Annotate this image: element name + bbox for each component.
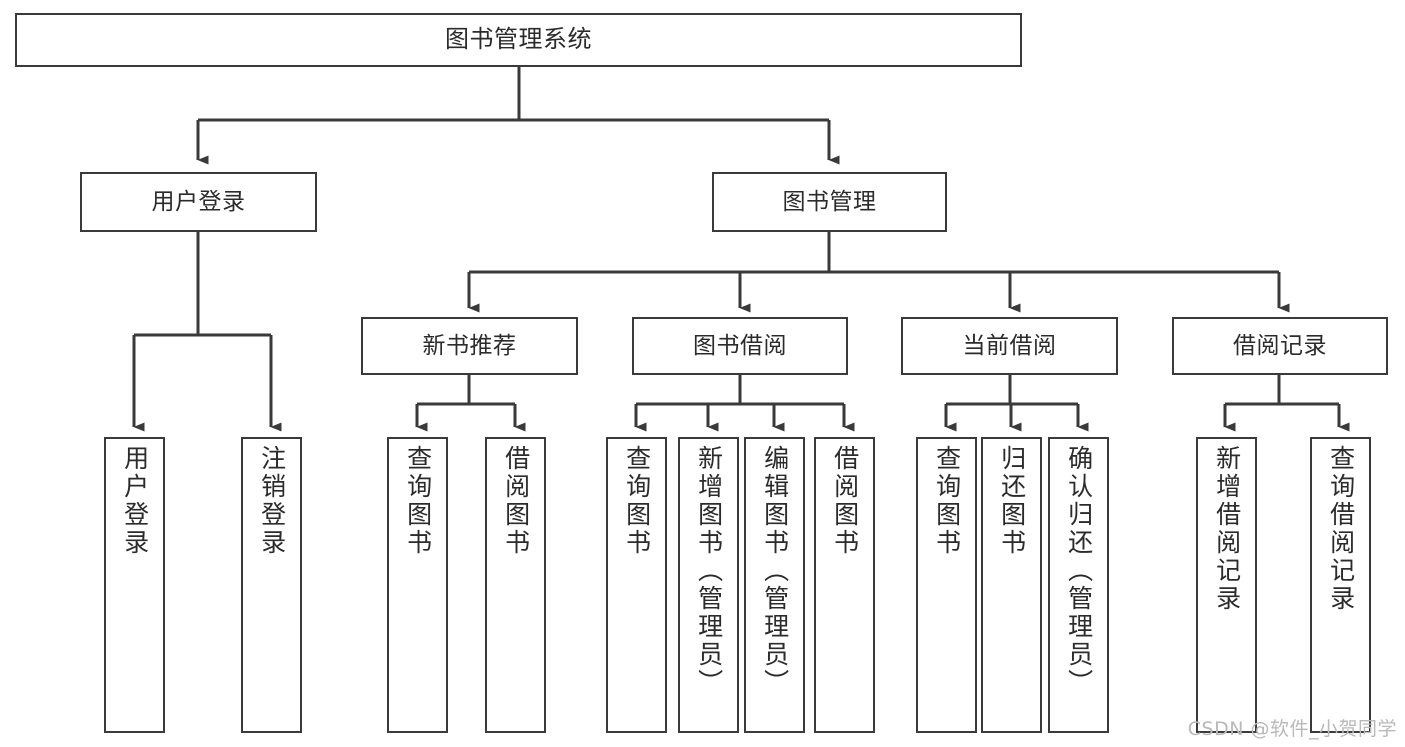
- node-book-management-system[interactable]: 图书管理系统: [15, 13, 1022, 67]
- node-label: 确认归还（管理员）: [1064, 445, 1094, 697]
- node-leaf-user-login[interactable]: 用户登录: [104, 437, 165, 733]
- node-user-login[interactable]: 用户登录: [80, 172, 317, 232]
- node-label: 用户登录: [120, 445, 150, 557]
- node-book-borrow[interactable]: 图书借阅: [632, 317, 848, 375]
- node-leaf-borrow-book-recommend[interactable]: 借阅图书: [485, 437, 546, 733]
- node-borrow-record[interactable]: 借阅记录: [1172, 317, 1388, 375]
- node-current-borrow[interactable]: 当前借阅: [901, 317, 1118, 375]
- node-label: 当前借阅: [962, 332, 1057, 359]
- node-label: 注销登录: [257, 445, 287, 557]
- node-leaf-confirm-return-admin[interactable]: 确认归还（管理员）: [1048, 437, 1109, 733]
- node-label: 查询图书: [403, 445, 433, 557]
- node-leaf-search-borrow-record[interactable]: 查询借阅记录: [1310, 437, 1371, 733]
- node-label: 新书推荐: [422, 332, 517, 359]
- node-leaf-search-book-recommend[interactable]: 查询图书: [387, 437, 448, 733]
- node-leaf-borrow-book[interactable]: 借阅图书: [814, 437, 875, 733]
- node-label: 借阅图书: [501, 445, 531, 557]
- node-label: 图书管理: [782, 188, 877, 215]
- node-label: 归还图书: [997, 445, 1027, 557]
- node-label: 查询图书: [622, 445, 652, 557]
- node-label: 借阅图书: [830, 445, 860, 557]
- node-label: 图书借阅: [693, 332, 787, 359]
- node-label: 新增图书（管理员）: [694, 445, 724, 697]
- node-leaf-search-book-current[interactable]: 查询图书: [916, 437, 977, 733]
- node-leaf-return-book[interactable]: 归还图书: [981, 437, 1042, 733]
- node-book-management[interactable]: 图书管理: [712, 172, 947, 232]
- node-new-book-recommend[interactable]: 新书推荐: [361, 317, 578, 375]
- csdn-watermark: CSDN @软件_小贺同学: [1187, 718, 1397, 740]
- node-label: 编辑图书（管理员）: [760, 445, 790, 697]
- node-leaf-add-borrow-record[interactable]: 新增借阅记录: [1196, 437, 1257, 733]
- node-label: 查询借阅记录: [1326, 445, 1356, 613]
- node-label: 图书管理系统: [445, 25, 592, 54]
- node-label: 查询图书: [932, 445, 962, 557]
- node-leaf-search-book-borrow[interactable]: 查询图书: [606, 437, 667, 733]
- node-label: 借阅记录: [1233, 332, 1327, 359]
- node-leaf-add-book-admin[interactable]: 新增图书（管理员）: [678, 437, 739, 733]
- node-leaf-edit-book-admin[interactable]: 编辑图书（管理员）: [744, 437, 805, 733]
- node-leaf-logout[interactable]: 注销登录: [241, 437, 302, 733]
- node-label: 新增借阅记录: [1212, 445, 1242, 613]
- node-label: 用户登录: [151, 188, 246, 215]
